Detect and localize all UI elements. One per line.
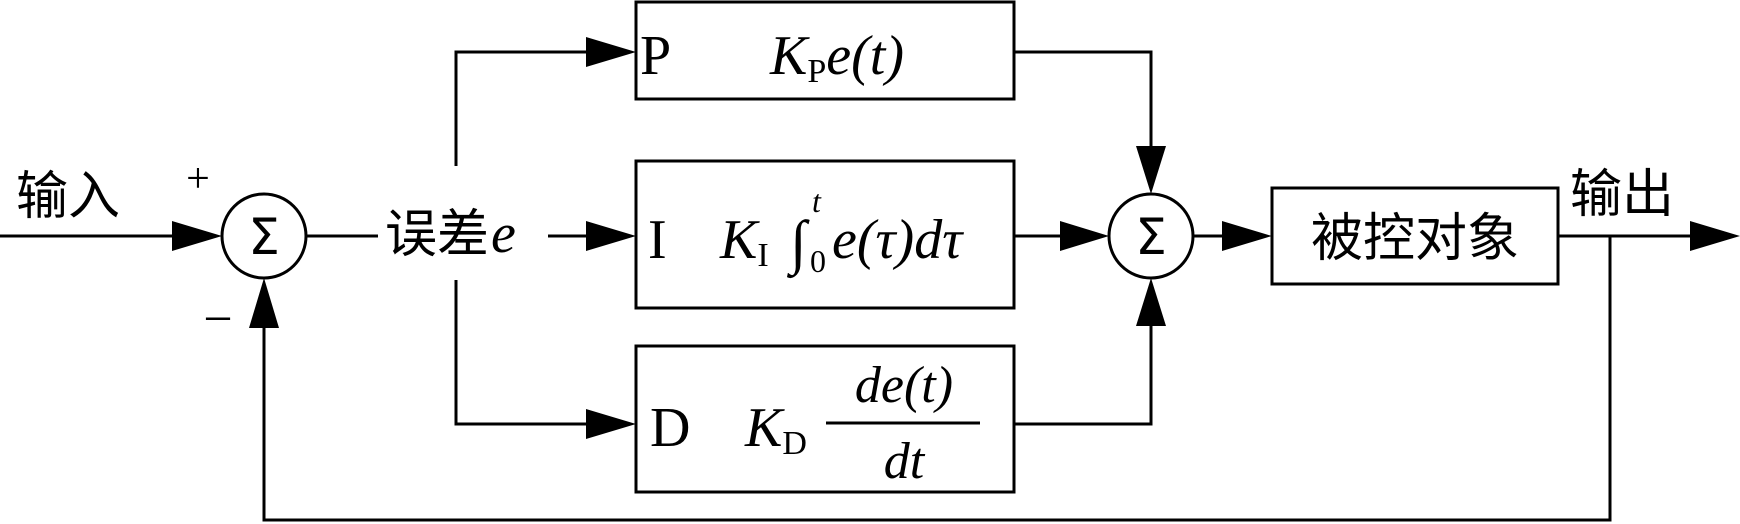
d-gain: K [744,397,785,459]
p-term: KPe(t) [769,25,904,90]
i-gain-term: KI [719,209,769,274]
arrow-p-into-output-sum [1136,146,1166,194]
i-gain-subscript: I [757,237,768,274]
minus-sign: − [203,291,232,348]
d-denominator: dt [884,433,926,490]
d-gain-subscript: D [782,425,807,462]
p-block [634,0,1016,101]
arrow-into-plant [1222,221,1272,251]
feedback-path [262,236,1612,522]
plant-block [1270,186,1560,286]
integral-lower-limit: 0 [810,243,826,279]
arrow-output [1690,221,1740,251]
d-to-sum-line [1014,322,1153,426]
arrow-feedback-into-sum [249,278,279,328]
arrow-d-into-output-sum [1136,278,1166,326]
plus-sign: + [186,156,210,202]
p-gain-subscript: P [807,53,826,90]
arrow-i-into-output-sum [1060,221,1109,251]
output-label: 输出 [1570,165,1674,225]
arrow-into-input-sum [172,221,222,251]
d-gain-term: KD [744,397,807,462]
arrow-into-p-block [586,37,636,67]
input-label: 输入 [16,167,120,227]
d-mode-label: D [650,397,690,459]
integral-upper-limit: t [812,183,822,219]
i-expression: e(τ)dτ [832,209,964,271]
p-expression: e(t) [826,25,904,87]
arrow-into-i-block [586,221,636,251]
branch-to-d [454,280,590,426]
plant-label: 被控对象 [1311,209,1519,269]
error-label-text: 误差 [385,205,489,265]
error-label: 误差e [385,203,516,265]
i-mode-label: I [648,209,667,271]
i-gain: K [719,209,760,271]
p-to-sum-line [1014,50,1153,150]
branch-to-p [454,50,590,166]
d-block [634,344,1016,494]
error-symbol: e [491,203,516,265]
i-block [634,159,1016,310]
p-mode-label: P [640,25,671,87]
arrow-into-d-block [586,409,636,439]
d-numerator: de(t) [855,357,953,414]
output-sum-symbol: Σ [1135,208,1167,266]
integral-sign: ∫ [787,209,810,279]
p-gain: K [769,25,810,87]
input-sum-symbol: Σ [248,208,280,266]
